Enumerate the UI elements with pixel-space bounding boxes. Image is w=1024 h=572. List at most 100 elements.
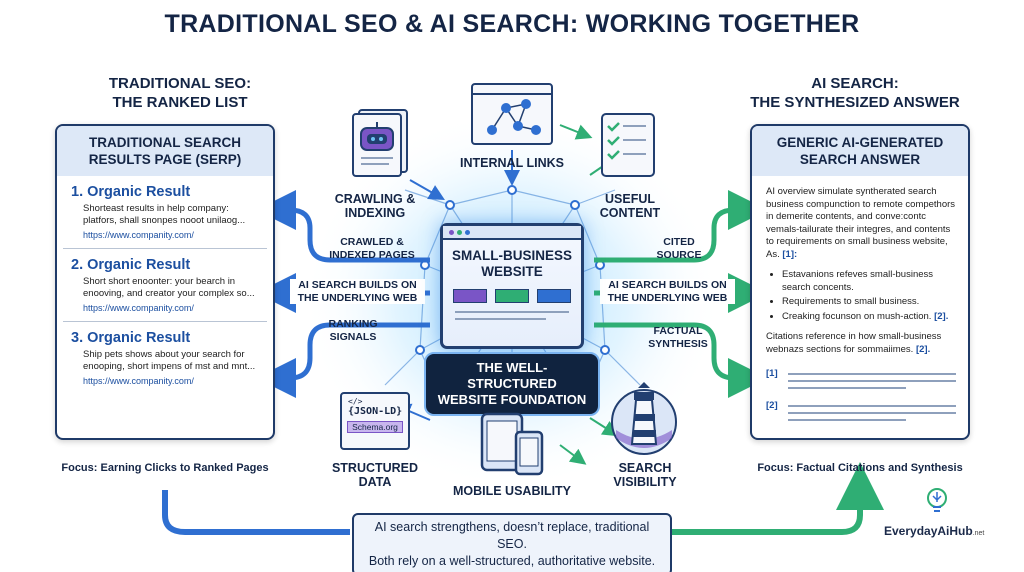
node-label-line: STRUCTURED <box>331 461 419 475</box>
result-snippet: Short short enoonter: your bearch in eno… <box>83 276 255 299</box>
json-ld-label: {JSON-LD} <box>348 406 403 417</box>
result-snippet: Ship pets shows about your search for en… <box>83 349 256 372</box>
label-line: SOURCE <box>656 248 702 261</box>
organic-result[interactable]: 1. Organic Result Shorteast results in h… <box>57 184 273 240</box>
organic-result[interactable]: 3. Organic Result Ship pets shows about … <box>57 330 273 386</box>
bottom-line2: Both rely on a well-structured, authorit… <box>368 554 656 568</box>
brand-logo: EverydayAiHub.net <box>884 522 1014 540</box>
page-title: TRADITIONAL SEO & AI SEARCH: WORKING TOG… <box>164 10 860 38</box>
citation-link[interactable]: [1]: <box>782 248 798 260</box>
node-label-line: CONTENT <box>599 206 661 220</box>
citation-lines <box>788 400 956 426</box>
bottom-loop-green <box>670 462 884 535</box>
ai-paragraph-text: AI overview simulate syntherated search … <box>766 186 956 260</box>
label-line: SIGNALS <box>329 330 377 343</box>
ai-bullet-text: Estavanions refeves small-business searc… <box>782 269 934 293</box>
browser-bar <box>443 226 581 240</box>
organic-result[interactable]: 2. Organic Result Short short enoonter: … <box>57 257 273 313</box>
left-focus: Focus: Earning Clicks to Ranked Pages <box>61 462 269 474</box>
label-line: RANKING <box>328 318 378 330</box>
checklist-icon <box>601 113 655 177</box>
ai-title-line2: SEARCH ANSWER <box>799 152 921 167</box>
browser-dot-icon <box>457 229 462 235</box>
label-line: SYNTHESIS <box>648 337 708 350</box>
website-blocks <box>443 289 581 303</box>
website-title: SMALL-BUSINESS WEBSITE <box>443 248 581 280</box>
foundation-badge: THE WELL-STRUCTURED WEBSITE FOUNDATION <box>424 352 600 416</box>
content-block <box>537 289 571 303</box>
serp-panel-title: TRADITIONAL SEARCH RESULTS PAGE (SERP) <box>57 126 273 176</box>
website-title-line1: SMALL-BUSINESS <box>451 248 572 263</box>
node-label-line: VISIBILITY <box>613 475 677 489</box>
node-label-line: CRAWLING & <box>334 192 416 206</box>
citation-lines <box>788 368 956 394</box>
browser-dot-icon <box>449 229 454 235</box>
node-label-line: USEFUL <box>605 192 655 206</box>
node-mobile-usability: MOBILE USABILITY <box>452 484 572 498</box>
node-internal-links: INTERNAL LINKS <box>460 156 564 170</box>
ai-bullet-text: Requirements to small business. <box>782 296 920 307</box>
result-title[interactable]: 3. Organic Result <box>71 330 191 346</box>
code-icon: </> <box>348 397 363 406</box>
label-line: FACTUAL <box>653 325 703 337</box>
result-url[interactable]: https://www.companity.com/ <box>83 303 194 313</box>
ai-bullet: Creaking focunson on mush-action. [2]. <box>782 311 956 324</box>
node-label-line: INDEXING <box>344 206 406 220</box>
result-snippet: Shorteast results in help company: platf… <box>83 203 246 226</box>
ai-title-line1: GENERIC AI-GENERATED <box>776 135 944 150</box>
citation-marker[interactable]: [2] <box>766 400 778 411</box>
serp-panel: TRADITIONAL SEARCH RESULTS PAGE (SERP) 1… <box>55 124 275 440</box>
ai-panel-title: GENERIC AI-GENERATED SEARCH ANSWER <box>752 126 968 176</box>
label-line: AI SEARCH BUILDS ON <box>608 279 727 291</box>
website-text-lines <box>455 311 569 320</box>
serp-title-line1: TRADITIONAL SEARCH <box>88 135 241 150</box>
node-crawling-indexing: CRAWLING &INDEXING <box>320 192 430 220</box>
left-heading-line1: TRADITIONAL SEO: <box>108 75 252 92</box>
brand-suffix: .net <box>972 530 985 537</box>
citation-marker[interactable]: [1] <box>766 368 778 379</box>
schema-org-badge: Schema.org <box>347 421 403 433</box>
ai-answer-body: AI overview simulate syntherated search … <box>752 176 968 426</box>
right-heading-line2: THE SYNTHESIZED ANSWER <box>750 94 960 111</box>
ai-bullet: Requirements to small business. <box>782 296 956 309</box>
bottom-message: AI search strengthens, doesn’t replace, … <box>352 513 672 572</box>
label-line: THE UNDERLYING WEB <box>297 291 418 304</box>
json-ld-document: </> {JSON-LD} Schema.org <box>340 392 410 450</box>
bottom-loop-blue <box>162 490 350 535</box>
robot-document-icon <box>352 109 408 177</box>
right-heading-line1: AI SEARCH: <box>811 75 899 92</box>
ai-bullet: Estavanions refeves small-business searc… <box>782 269 956 294</box>
ai-paragraph: AI overview simulate syntherated search … <box>766 186 956 261</box>
citation-link[interactable]: [2]. <box>934 310 949 322</box>
result-url[interactable]: https://www.companity.com/ <box>83 376 194 386</box>
browser-dot-icon <box>465 229 470 235</box>
result-title[interactable]: 2. Organic Result <box>71 257 191 273</box>
lighthouse-icon <box>611 382 677 455</box>
label-line: THE UNDERLYING WEB <box>607 291 728 304</box>
small-business-website: SMALL-BUSINESS WEBSITE <box>440 223 584 349</box>
label-line: INDEXED PAGES <box>329 248 415 261</box>
citation-link[interactable]: [2]. <box>915 343 931 355</box>
content-block <box>453 289 487 303</box>
ai-closing: Citations reference in how small-busines… <box>766 331 956 356</box>
ai-closing-text: Citations reference in how small-busines… <box>766 331 942 355</box>
result-url[interactable]: https://www.companity.com/ <box>83 230 194 240</box>
right-focus: Focus: Factual Citations and Synthesis <box>757 462 963 474</box>
node-label-line: SEARCH <box>618 461 672 475</box>
ai-answer-panel: GENERIC AI-GENERATED SEARCH ANSWER AI ov… <box>750 124 970 440</box>
foundation-line1: THE WELL-STRUCTURED <box>467 360 557 391</box>
citation-block: [2] <box>766 400 956 426</box>
serp-title-line2: RESULTS PAGE (SERP) <box>88 152 242 167</box>
mobile-devices-icon <box>480 412 544 476</box>
ai-bullet-text: Creaking focunson on mush-action. <box>782 310 932 322</box>
result-title[interactable]: 1. Organic Result <box>71 184 191 200</box>
content-block <box>495 289 529 303</box>
